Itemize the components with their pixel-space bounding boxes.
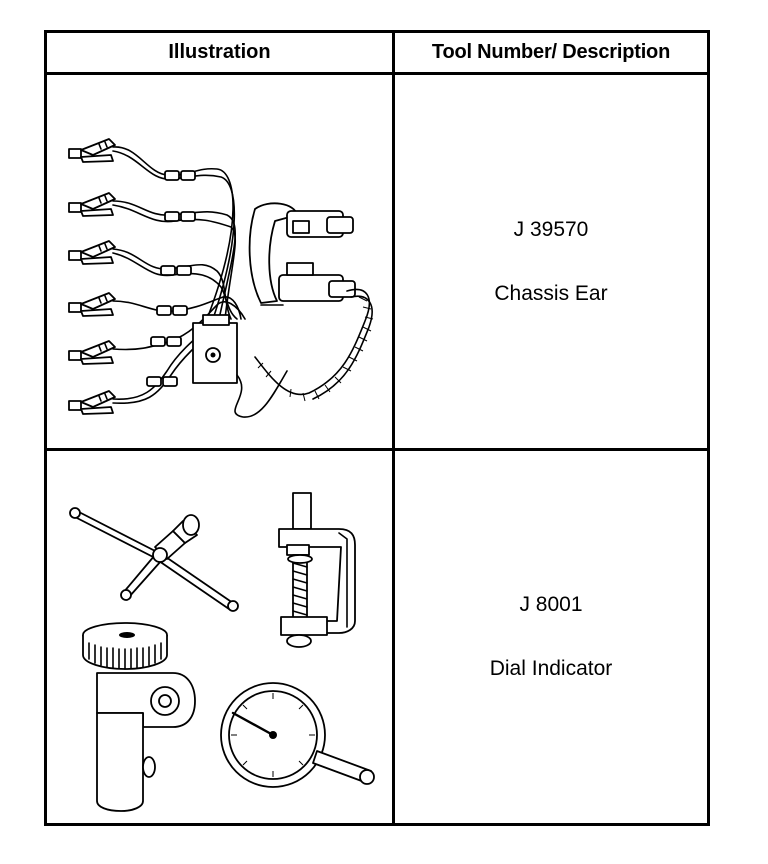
column-divider <box>392 33 395 72</box>
wire-connectors <box>146 170 196 387</box>
header-illustration: Illustration <box>168 41 271 63</box>
tool-number: J 8001 <box>519 593 583 616</box>
illustration-cell <box>47 451 392 823</box>
dial-gauge <box>220 682 375 788</box>
coiled-cord <box>254 288 374 402</box>
cross-wrench <box>69 507 239 612</box>
tool-description-cell: J 8001 Dial Indicator <box>395 451 707 823</box>
tool-description: Chassis Ear <box>494 281 608 305</box>
tool-description: Dial Indicator <box>489 657 613 680</box>
alligator-clips <box>68 138 116 415</box>
dial-indicator-set-icon <box>69 492 375 812</box>
tool-table: Illustration Tool Number/ Description <box>44 30 710 826</box>
junction-box <box>192 314 288 418</box>
table-header-row: Illustration Tool Number/ Description <box>47 33 707 75</box>
magnetic-base <box>82 622 196 812</box>
tool-number: J 39570 <box>513 217 589 241</box>
chassis-ear-kit-icon <box>68 138 374 418</box>
table-row: J 8001 Dial Indicator <box>47 451 707 823</box>
c-clamp <box>278 492 356 648</box>
column-divider <box>392 451 395 823</box>
header-tool-description: Tool Number/ Description <box>431 41 671 63</box>
illustration-cell <box>47 75 392 448</box>
table-row: J 39570 Chassis Ear <box>47 75 707 451</box>
tool-description-cell: J 39570 Chassis Ear <box>395 75 707 448</box>
ear-clip-module <box>248 202 356 306</box>
column-divider <box>392 75 395 448</box>
